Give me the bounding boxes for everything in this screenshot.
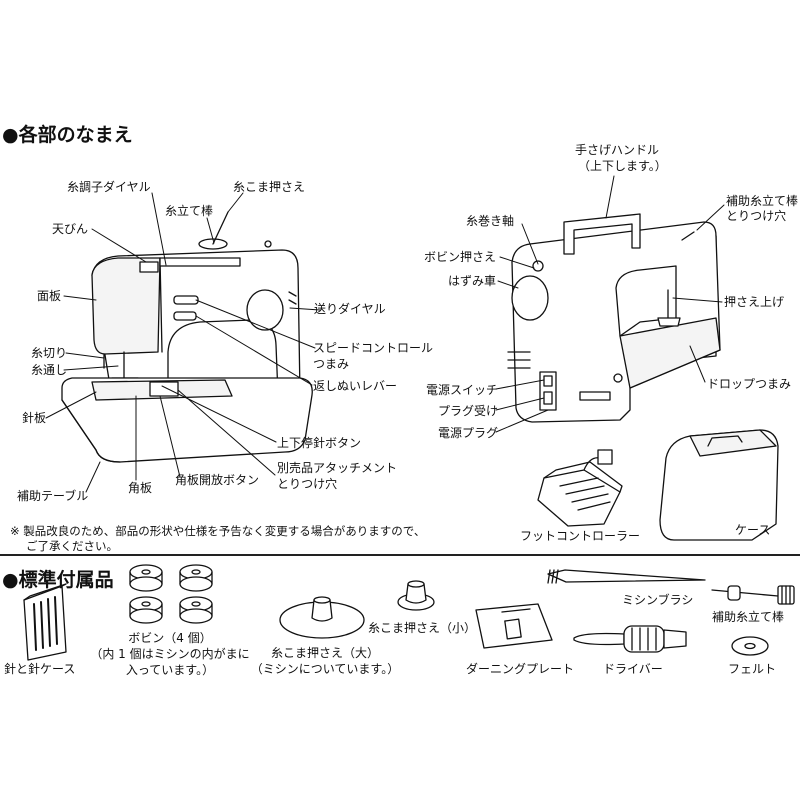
label-bobbins-note-2: 入っています。） [125,663,215,677]
label-bobbin-winder: 糸巻き軸 [466,214,515,228]
label-spool-cap-large-note: （ミシンについています。） [250,662,400,676]
label-spool-cap-small: 糸こま押さえ（小） [368,621,477,635]
label-foot-controller: フットコントローラー [520,529,641,543]
label-aux-spool-mount: 補助糸立て棒 [726,194,799,208]
label-felt: フェルト [728,662,777,676]
label-drop-knob: ドロップつまみ [707,377,792,391]
label-needle-plate: 針板 [22,411,47,425]
label-bobbins: ボビン（4 個） [128,631,212,645]
label-case: ケース [735,523,771,537]
label-darning-plate: ダーニングプレート [466,662,575,676]
aux-spool-pin-illustration [711,585,795,605]
notice-line-1: ※ 製品改良のため、部品の形状や仕様を予告なく変更する場合がありますので、 [10,524,426,538]
label-face-plate: 面板 [37,289,62,303]
section-divider [0,554,800,556]
label-aux-table: 補助テーブル [17,489,89,503]
foot-controller-illustration [537,449,623,527]
label-needles: 針と針ケース [4,662,76,676]
label-thread-cutter: 糸切り [31,346,68,360]
label-spool-cap-large: 糸こま押さえ（大） [270,646,379,660]
label-spool-pin: 糸立て棒 [165,204,214,218]
brush-illustration [547,569,706,584]
label-needle-stop-button: 上下停針ボタン [277,436,362,450]
felt-illustration [731,636,769,656]
label-take-up-lever: 天びん [52,222,89,236]
label-speed-control-knob: つまみ [313,357,350,371]
case-illustration [659,429,779,541]
bobbins-illustration [129,564,213,624]
label-bobbin-stopper: ボビン押さえ [424,250,497,264]
label-power-plug: 電源プラグ [438,426,499,440]
screwdriver-illustration [573,625,687,653]
label-screwdriver: ドライバー [603,662,663,676]
label-thread-dial: 糸調子ダイヤル [67,180,151,194]
label-plate-release-button: 角板開放ボタン [175,473,260,487]
leader-lines [45,175,725,493]
label-square-plate: 角板 [128,481,153,495]
machine-front-illustration [61,211,313,463]
label-power-switch: 電源スイッチ [426,383,499,397]
label-plug-socket: プラグ受け [438,404,499,418]
machine-back-illustration [507,213,721,423]
label-needle-threader: 糸通し [31,363,68,377]
label-attachment-mount-hole: とりつけ穴 [277,477,338,491]
label-carry-handle: 手さげハンドル [575,143,660,157]
label-attachment-mount: 別売品アタッチメント [277,461,398,475]
spool-cap-small-illustration [397,580,435,611]
label-handwheel: はずみ車 [448,274,497,288]
label-carry-handle-note: （上下します。） [578,159,667,173]
label-aux-spool-pin: 補助糸立て棒 [712,610,785,624]
parts-section-title: ●各部のなまえ [2,124,133,146]
label-feed-dial: 送りダイヤル [314,302,386,316]
label-aux-spool-mount-hole: とりつけ穴 [726,209,787,223]
label-reverse-lever: 返しぬいレバー [313,379,398,393]
accessories-section-title: ●標準付属品 [2,569,114,591]
label-speed-control: スピードコントロール [313,341,434,355]
label-presser-lifter: 押さえ上げ [724,295,785,309]
label-bobbins-note-1: （内 1 個はミシンの内がまに [90,647,250,661]
label-spool-cap: 糸こま押さえ [233,180,306,194]
spool-cap-large-illustration [279,596,365,639]
label-brush: ミシンブラシ [622,593,694,607]
notice-line-2: ご了承ください。 [26,539,118,553]
needle-case-illustration [23,583,67,661]
darning-plate-illustration [475,603,553,649]
